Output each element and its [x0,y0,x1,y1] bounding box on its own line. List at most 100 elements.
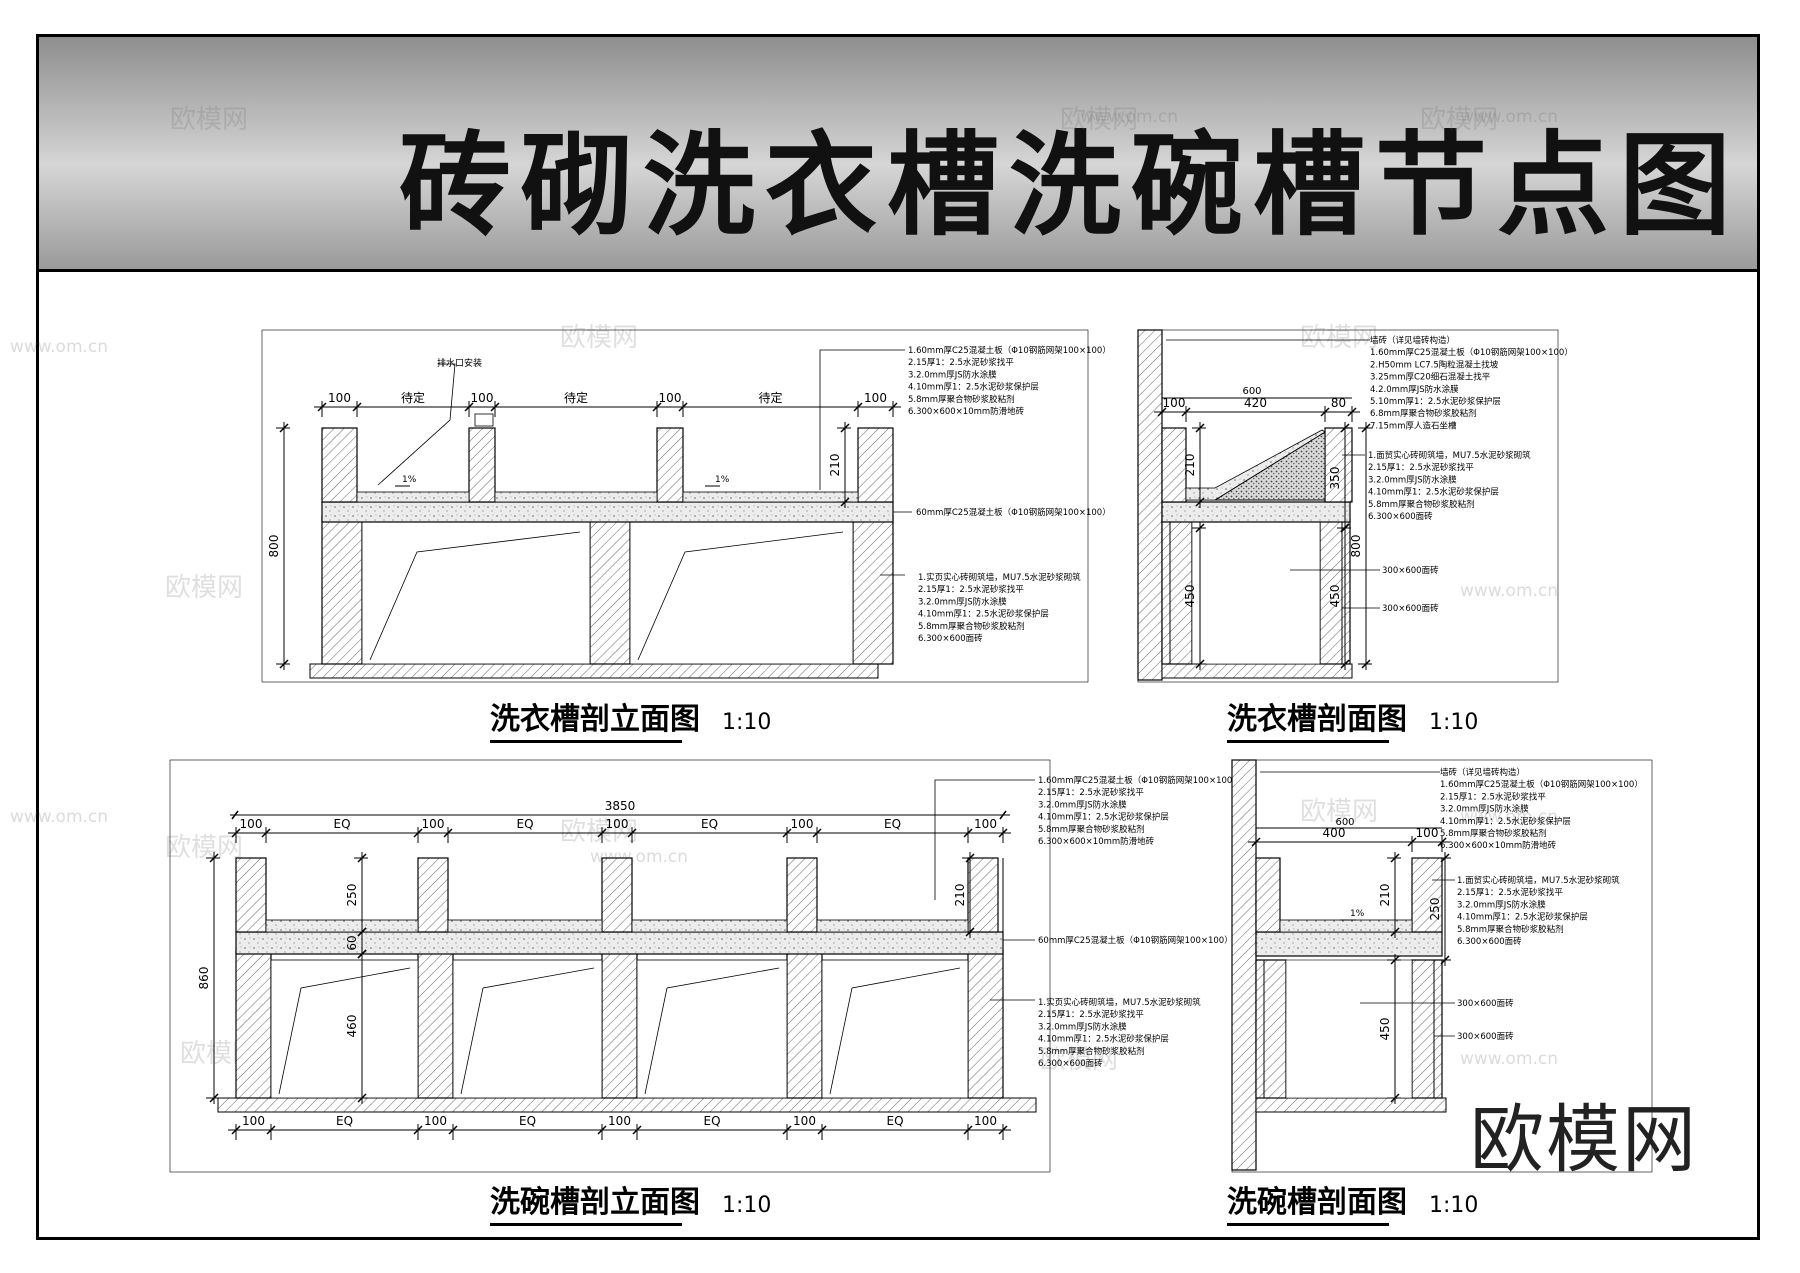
basin-floor [631,919,788,933]
basin-wall-rear [1161,427,1187,503]
dimension-top-label: 420 [1244,396,1267,410]
note-top: 1.60mm厚C25混凝土板（Φ10钢筋网架100×100） [1370,347,1573,358]
dimension-tick [999,810,1007,820]
note-wall: 5.8mm厚聚合物砂浆胶粘剂 [1457,924,1564,935]
dimension-bottom-label: EQ [703,1114,720,1128]
building-wall [1231,759,1257,1171]
dimension-top-label: 待定 [758,390,782,405]
tile-label: 300×600面砖 [1382,565,1439,576]
note-wall: 4.10mm厚1：2.5水泥砂浆保护层 [1368,487,1499,498]
watermark-url: www.om.cn [1460,807,1558,827]
opening [636,959,788,1099]
dimension-bottom-label: EQ [336,1114,353,1128]
note-top: 4.10mm厚1：2.5水泥砂浆保护层 [1038,812,1169,823]
note-top: 1.60mm厚C25混凝土板（Φ10钢筋网架100×100） [1038,775,1241,786]
dimension-total: 600 [1242,386,1261,397]
view-border [169,759,1051,1173]
dimension-top-label: EQ [516,817,533,831]
support-wall [235,949,272,1099]
note-top: 3.2.0mm厚JS防水涂膜 [1038,799,1127,810]
note-top: 7.15mm厚人造石坐槽 [1370,420,1457,431]
support-wall [417,949,454,1099]
dimension-top-label: 100 [1163,396,1186,410]
note-wall: 2.15厚1：2.5水泥砂浆找平 [1368,462,1474,473]
note-top: 2.15厚1：2.5水泥砂浆找平 [1440,791,1546,802]
opening [361,515,591,665]
dimension-h1-label: 250 [345,884,359,907]
caption-text: 洗衣槽剖面图 [1227,702,1407,737]
watermark-logo: 欧模网 [1060,105,1138,135]
building-wall [1137,329,1163,681]
basin-wall-front [1324,427,1353,503]
note-top: 墙砖（详见墙砖构造） [1370,335,1455,346]
note-top: 4.10mm厚1：2.5水泥砂浆保护层 [1440,816,1571,827]
support-wall [967,949,1004,1099]
watermark-logo: 欧模网 [165,833,243,863]
dimension-height-label: 860 [197,967,211,990]
note-wall: 5.8mm厚聚合物砂浆胶粘剂 [1368,499,1475,510]
note-wall: 4.10mm厚1：2.5水泥砂浆保护层 [1038,1034,1169,1045]
watermark-logo: 欧模网 [165,573,243,603]
note-top: 5.8mm厚聚合物砂浆胶粘剂 [1038,824,1145,835]
watermark-url: www.om.cn [10,337,108,357]
dimension-top-label: 80 [1331,396,1346,410]
basin-wall [857,427,894,503]
dimension-h1-label: 210 [1183,454,1197,477]
dimension-h4-label: 450 [1183,585,1197,608]
caption-scale: 1:10 [722,710,772,735]
dimension-top-label: 100 [471,391,494,405]
note-wall: 3.2.0mm厚JS防水涂膜 [1457,899,1546,910]
dimension-bottom-label: 100 [242,1114,265,1128]
basin-wall-rear [1255,857,1281,933]
caption-laundry-section: 洗衣槽剖面图 1:10 [1227,694,1478,743]
tile-finish-line [829,967,961,1095]
base-slab [217,1097,1037,1113]
opening [821,959,969,1099]
watermark-logo: 欧模网 [1300,323,1378,353]
dimension-h2-label: 350 [1328,467,1342,490]
support-wall [786,949,823,1099]
basin-floor [682,491,859,503]
note-wall: 3.2.0mm厚JS防水涂膜 [1368,474,1457,485]
note-wall: 3.2.0mm厚JS防水涂膜 [1038,1021,1127,1032]
note-top: 2.15厚1：2.5水泥砂浆找平 [1038,787,1144,798]
note-wall: 1.实页实心砖砌筑墙，MU7.5水泥砂浆砌筑 [918,572,1081,583]
slope-label: 1% [1350,909,1365,919]
caption-underline [490,1223,682,1226]
view-border [261,329,1089,683]
basin-floor [816,919,969,933]
base-slab [309,663,879,679]
dimension-bottom-label: 100 [608,1114,631,1128]
opening [270,959,419,1099]
watermark-url: www.om.cn [1460,1049,1558,1069]
dimension-top-label: 100 [606,817,629,831]
support-wall [321,515,363,665]
base-slab [1161,663,1353,679]
note-top: 1.60mm厚C25混凝土板（Φ10钢筋网架100×100） [908,345,1111,356]
caption-scale: 1:10 [1429,1193,1479,1218]
basin-wall-front [1411,857,1443,933]
caption-scale: 1:10 [1429,710,1479,735]
dimension-h3-label: 450 [1378,1018,1392,1041]
dimension-top-label: 待定 [401,390,425,405]
opening [629,515,854,665]
dimension-top-label: 100 [791,817,814,831]
support-wall [601,949,638,1099]
dimension-top-label: 100 [1416,826,1439,840]
title-banner: 砖砌洗衣槽洗碗槽节点图 [39,37,1757,272]
caption-underline [1227,1223,1389,1226]
dimension-top-label: 100 [864,391,887,405]
note-top: 3.2.0mm厚JS防水涂膜 [1440,804,1529,815]
dimension-top-label: 待定 [564,390,588,405]
dimension-h2-label: 250 [1428,898,1442,921]
leader-notes-top [819,349,905,490]
support-wall [589,515,631,665]
dimension-bottom-label: EQ [886,1114,903,1128]
